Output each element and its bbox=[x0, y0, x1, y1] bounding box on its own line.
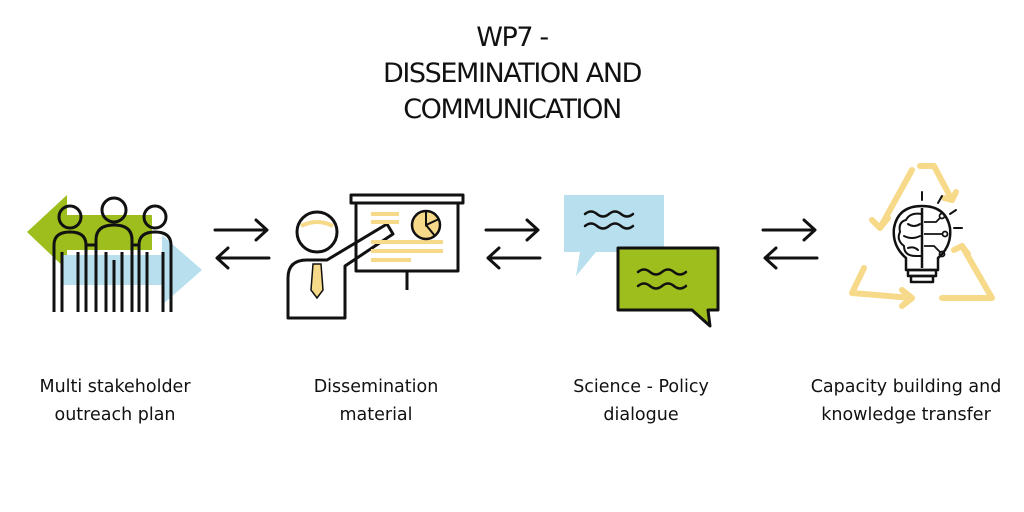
caption-capacity-building: Capacity building and knowledge transfer bbox=[781, 373, 1024, 429]
caption-line: Multi stakeholder bbox=[39, 377, 191, 397]
title-line-1: WP7 - bbox=[476, 22, 549, 53]
caption-dissemination-material: Dissemination material bbox=[256, 373, 496, 429]
dialogue-bubbles-icon bbox=[564, 195, 720, 328]
presenter-icon bbox=[286, 193, 465, 320]
bidirectional-arrows-icon bbox=[761, 218, 819, 270]
bidirectional-arrows-icon bbox=[484, 218, 542, 270]
caption-science-policy-dialogue: Science - Policy dialogue bbox=[521, 373, 761, 429]
caption-line: dialogue bbox=[603, 405, 679, 425]
title-line-3: COMMUNICATION bbox=[403, 94, 622, 125]
caption-line: material bbox=[339, 405, 413, 425]
bidirectional-arrows-icon bbox=[213, 218, 271, 270]
brain-lightbulb-cycle-icon bbox=[849, 163, 995, 309]
diagram-title: WP7 - DISSEMINATION AND COMMUNICATION bbox=[262, 20, 762, 128]
caption-line: Science - Policy bbox=[573, 377, 709, 397]
caption-stakeholder-outreach: Multi stakeholder outreach plan bbox=[0, 373, 235, 429]
caption-line: knowledge transfer bbox=[821, 405, 991, 425]
caption-line: outreach plan bbox=[54, 405, 176, 425]
stakeholder-group-icon bbox=[27, 195, 202, 312]
caption-line: Dissemination bbox=[313, 377, 439, 397]
caption-line: Capacity building and bbox=[810, 377, 1002, 397]
title-line-2: DISSEMINATION AND bbox=[382, 58, 642, 89]
